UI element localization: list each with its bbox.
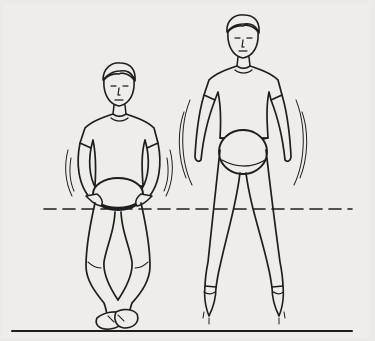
right-dancer-right-arm <box>271 95 291 161</box>
right-dancer-motion-left <box>179 100 192 185</box>
right-dancer <box>179 15 306 324</box>
left-dancer <box>66 63 173 329</box>
right-dancer-jump-marks <box>203 312 285 324</box>
right-dancer-left-foot <box>205 286 216 316</box>
right-dancer-left-arm <box>195 95 215 161</box>
right-dancer-right-leg-inner <box>246 173 272 288</box>
right-dancer-torso <box>204 66 282 138</box>
left-dancer-motion-right <box>164 150 172 196</box>
left-dancer-right-hand <box>136 194 152 206</box>
right-dancer-left-leg-inner <box>216 173 240 288</box>
left-dancer-right-leg-inner <box>118 212 132 300</box>
right-dancer-motion-right <box>294 100 307 185</box>
left-dancer-knees <box>88 262 148 268</box>
right-dancer-pelvis-oval <box>219 130 267 174</box>
left-dancer-right-foot <box>115 310 138 328</box>
right-dancer-right-foot <box>272 286 283 316</box>
left-dancer-torso <box>80 114 158 186</box>
left-dancer-motion-left <box>66 150 74 196</box>
right-dancer-left-leg-outer <box>205 150 220 288</box>
left-dancer-left-leg-inner <box>104 212 118 300</box>
